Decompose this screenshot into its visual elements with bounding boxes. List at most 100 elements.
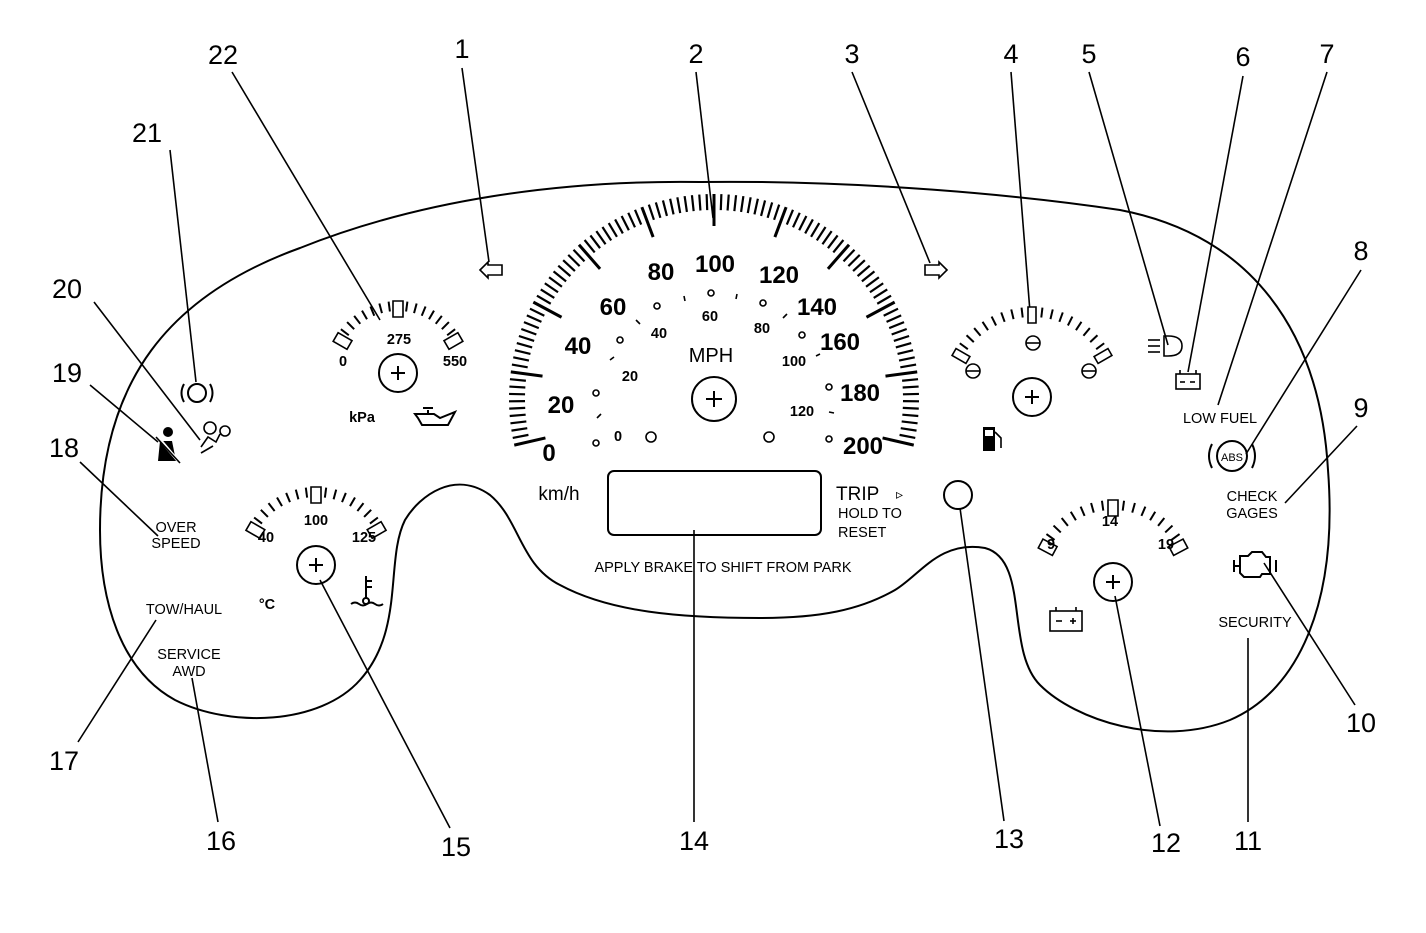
cluster-outline [98,180,1331,733]
callout-9: 9 [1353,393,1368,423]
check-gages-line2: GAGES [1226,506,1278,522]
trip-label: TRIP [836,484,879,505]
kmh-label: 40 [651,326,667,342]
airbag-icon [200,421,231,454]
callout-13: 13 [994,824,1024,854]
gauge-tick-minor [1121,500,1126,511]
kmh-label: 60 [702,309,718,325]
gauge-tick-minor [595,230,607,245]
over-speed-line2: SPEED [151,536,200,552]
temp-max: 125 [352,530,376,546]
kmh-label: 80 [754,321,770,337]
gauge-tick-major [366,520,388,540]
gauge-tick-minor [285,492,291,503]
callout-3: 3 [844,39,859,69]
temp-unit: °C [259,597,276,613]
gauge-tick-minor [520,327,537,336]
gauge-tick-minor [661,200,668,217]
gauge-tick-minor [428,310,435,320]
gauge-tick-minor [434,315,443,325]
fuel-needle-hub [1012,377,1052,417]
gauge-tick-minor [1079,506,1086,517]
volt-needle-hub [1093,562,1133,602]
callout-21: 21 [132,118,162,148]
gauge-tick-major [773,206,788,238]
gauge-tick-major [442,331,464,351]
gauge-tick-minor [511,427,528,432]
service-awd-line2: AWD [172,664,205,680]
mph-label: 60 [600,294,627,321]
gauge-tick-minor [869,282,884,294]
mph-label: 120 [759,262,799,289]
gauge-tick-minor [369,516,379,525]
gauge-tick-minor [900,363,917,369]
gauge-tick-minor [773,204,781,221]
gauge-tick-minor [733,195,738,212]
gauge-tick-minor [1060,517,1069,527]
service-awd-line1: SERVICE [157,647,221,663]
kmh-label: 120 [790,404,814,420]
gauge-tick-minor [891,327,908,336]
gauge-tick-minor [627,212,636,228]
gauge-tick-minor [518,334,535,342]
speedometer-kmh-labels: 0 20 40 60 80 100 120 [614,309,814,445]
mph-label: 140 [797,294,837,321]
gauge-tick-minor [1100,500,1105,511]
gauge-tick-minor [895,341,912,349]
gauge-tick-minor [523,321,540,330]
gauge-tick-minor [821,230,833,245]
gauge-tick-minor [1010,309,1015,320]
callout-22: 22 [208,40,238,70]
gauge-tick-major [950,347,972,365]
seatbelt-icon [155,427,181,464]
right-turn-arrow-icon [924,260,949,280]
gauge-tick-minor [973,327,982,337]
mph-unit: MPH [689,345,733,367]
gauge-tick-minor [1157,517,1166,527]
oil-unit: kPa [349,410,376,426]
gauge-tick-minor [323,487,328,498]
gauge-tick-minor [1095,342,1105,351]
gauge-tick-minor [253,516,263,525]
gauge-tick-minor [512,433,529,439]
gauge-tick-minor [1020,307,1024,318]
odometer-display [607,470,822,536]
gauge-tick-minor [1075,321,1083,331]
reset-button-icon[interactable] [943,480,973,510]
gauge-tick-minor [276,496,283,507]
volt-max: 19 [1158,537,1174,553]
battery-icon [1049,607,1083,632]
gauge-tick-minor [698,194,702,211]
gauge-tick-minor [567,254,581,267]
gauge-tick-minor [413,303,418,314]
callout-numbers: 1 2 3 4 5 6 7 8 9 10 11 12 13 14 15 16 1… [49,34,1376,862]
gauge-tick-minor [810,222,821,238]
gauge-tick-minor [526,314,542,323]
check-gages-line1: CHECK [1227,489,1278,505]
fuel-gauge-ticks [950,306,1114,365]
gauge-tick-minor [1140,506,1147,517]
gauge-tick-minor [827,234,839,249]
gauge-tick-minor [572,248,586,263]
gauge-tick-major [1107,499,1119,517]
oil-needle-hub [378,353,418,393]
gauge-tick-minor [557,264,572,277]
gauge-tick-minor [510,420,527,425]
callout-17: 17 [49,746,79,776]
gauge-tick-minor [1069,511,1077,521]
speedometer-inner-marks [592,289,835,447]
temp-mid: 100 [304,513,328,529]
callout-4: 4 [1003,39,1018,69]
gauge-tick-minor [387,301,391,312]
gauge-tick-minor [726,194,730,211]
tow-haul-indicator: TOW/HAUL [146,602,222,618]
coolant-temp-icon [350,576,384,607]
gauge-tick-minor [804,218,814,234]
temp-gauge-ticks [244,486,388,540]
gauge-tick-major [1167,538,1189,557]
fuel-level-markers [965,335,1097,379]
gauge-tick-minor [873,288,888,299]
gauge-tick-minor [607,222,618,238]
gauge-tick-minor [647,204,655,221]
callout-1: 1 [454,34,469,64]
